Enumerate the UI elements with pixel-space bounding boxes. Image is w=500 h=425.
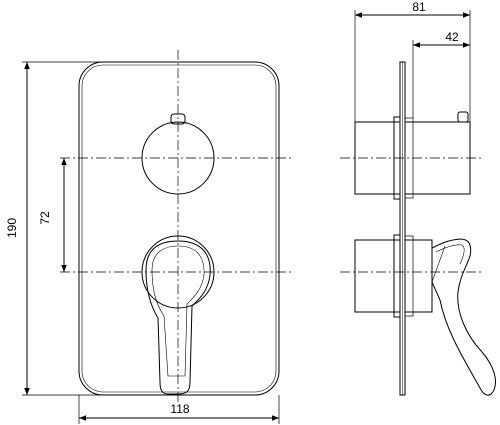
side-mixer-lever (354, 234, 496, 396)
side-extension-lines (354, 10, 471, 122)
partial-depth-label: 42 (445, 30, 459, 44)
front-view (22, 50, 292, 424)
side-view (340, 10, 496, 396)
plate-width-label: 118 (170, 402, 189, 416)
handle-spacing-label: 72 (38, 211, 52, 225)
side-center-lines (340, 157, 484, 273)
extension-lines (22, 61, 280, 424)
cover-plate (78, 61, 280, 396)
total-depth-label: 81 (412, 0, 426, 14)
cover-plate-edge (81, 64, 277, 393)
side-diverter-knob (354, 111, 471, 200)
plate-height-label: 190 (5, 218, 19, 238)
center-lines (60, 50, 292, 402)
